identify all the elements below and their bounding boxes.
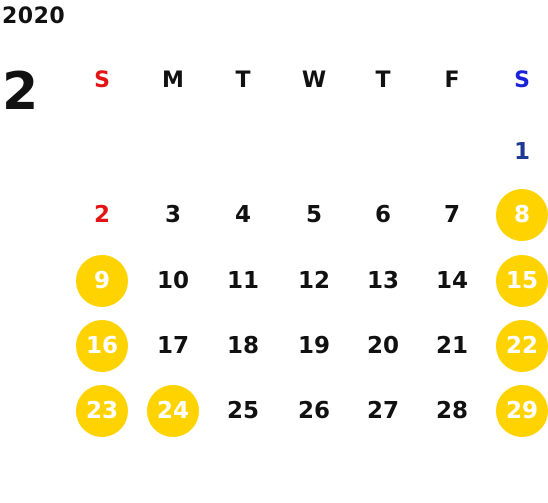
weekday-label-1: M: [162, 68, 184, 93]
day-cell-25[interactable]: 25: [226, 398, 259, 424]
day-cell-16[interactable]: 16: [76, 320, 128, 372]
day-cell-23[interactable]: 23: [76, 385, 128, 437]
year-label: 2020: [2, 4, 66, 29]
day-cell-20[interactable]: 20: [366, 333, 399, 359]
day-cell-19[interactable]: 19: [297, 333, 330, 359]
day-cell-1[interactable]: 1: [513, 139, 530, 165]
day-cell-15[interactable]: 15: [496, 255, 548, 307]
day-cell-7[interactable]: 7: [443, 202, 460, 228]
day-cell-29[interactable]: 29: [496, 385, 548, 437]
day-cell-27[interactable]: 27: [366, 398, 399, 424]
day-cell-13[interactable]: 13: [366, 268, 399, 294]
day-cell-14[interactable]: 14: [435, 268, 468, 294]
day-cell-2[interactable]: 2: [93, 202, 110, 228]
weekday-label-2: T: [235, 68, 251, 93]
day-cell-24[interactable]: 24: [147, 385, 199, 437]
day-cell-8[interactable]: 8: [496, 189, 548, 241]
day-cell-17[interactable]: 17: [156, 333, 189, 359]
day-cell-6[interactable]: 6: [374, 202, 391, 228]
weekday-label-4: T: [375, 68, 391, 93]
day-cell-12[interactable]: 12: [297, 268, 330, 294]
day-cell-11[interactable]: 11: [226, 268, 259, 294]
day-cell-28[interactable]: 28: [435, 398, 468, 424]
day-cell-21[interactable]: 21: [435, 333, 468, 359]
day-cell-18[interactable]: 18: [226, 333, 259, 359]
day-cell-9[interactable]: 9: [76, 255, 128, 307]
day-cell-26[interactable]: 26: [297, 398, 330, 424]
weekday-label-5: F: [444, 68, 460, 93]
day-cell-3[interactable]: 3: [164, 202, 181, 228]
month-number: 2: [2, 62, 39, 122]
weekday-label-3: W: [301, 68, 327, 93]
weekday-label-0: S: [94, 68, 110, 93]
day-cell-22[interactable]: 22: [496, 320, 548, 372]
weekday-label-6: S: [514, 68, 530, 93]
day-cell-10[interactable]: 10: [156, 268, 189, 294]
day-cell-5[interactable]: 5: [305, 202, 322, 228]
day-cell-4[interactable]: 4: [234, 202, 251, 228]
